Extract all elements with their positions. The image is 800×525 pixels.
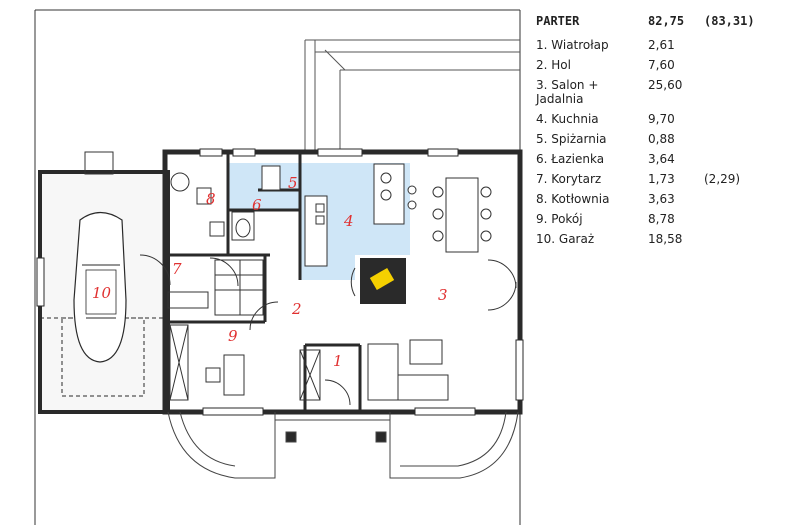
floor-title: PARTER xyxy=(536,14,580,28)
wardrobes xyxy=(167,291,321,401)
room-name: 3. Salon + Jadalnia xyxy=(536,78,599,106)
room-area: 7,60 xyxy=(648,58,675,72)
room-name: 8. Kotłownia xyxy=(536,192,610,206)
room-list: 1. Wiatrołap 2,61 2. Hol 7,60 3. Salon + Jad… xyxy=(536,38,786,252)
room-number-7: 7 xyxy=(172,260,182,278)
dining-table xyxy=(432,177,492,253)
room-name: 10. Garaż xyxy=(536,232,595,246)
room-name: 2. Hol xyxy=(536,58,571,72)
table-row: 6. Łazienka 3,64 xyxy=(536,152,786,172)
room-number-3: 3 xyxy=(438,286,448,304)
floor-total-alt: (83,31) xyxy=(704,14,755,28)
room-area: 0,88 xyxy=(648,132,675,146)
room-area: 18,58 xyxy=(648,232,683,246)
room-number-10: 10 xyxy=(92,284,112,302)
house-walls xyxy=(162,149,523,415)
boiler-fixtures xyxy=(170,172,225,237)
terrace-top xyxy=(304,39,520,150)
living-furniture xyxy=(367,339,449,401)
table-row: 3. Salon + Jadalnia 25,60 xyxy=(536,78,786,112)
entrance-terrace xyxy=(167,411,519,479)
room-area: 2,61 xyxy=(648,38,675,52)
table-row: 4. Kuchnia 9,70 xyxy=(536,112,786,132)
door-swings xyxy=(139,254,517,406)
room9-furniture xyxy=(205,354,245,396)
table-row: 10. Garaż 18,58 xyxy=(536,232,786,252)
room-labels: 1 2 3 4 5 6 7 8 9 10 xyxy=(92,174,448,370)
room-number-1: 1 xyxy=(333,352,343,370)
room-area: 9,70 xyxy=(648,112,675,126)
room-number-2: 2 xyxy=(291,300,302,318)
table-row: 1. Wiatrołap 2,61 xyxy=(536,38,786,58)
room-number-5: 5 xyxy=(288,174,298,192)
table-row: 8. Kotłownia 3,63 xyxy=(536,192,786,212)
room-area: 8,78 xyxy=(648,212,675,226)
table-row: 7. Korytarz 1,73 (2,29) xyxy=(536,172,786,192)
room-name: 7. Korytarz xyxy=(536,172,602,186)
room-number-9: 9 xyxy=(228,327,238,345)
room-area: 25,60 xyxy=(648,78,683,92)
table-row: 9. Pokój 8,78 xyxy=(536,212,786,232)
fireplace xyxy=(360,258,406,304)
room-area: 3,64 xyxy=(648,152,675,166)
room-area: 3,63 xyxy=(648,192,675,206)
room-name: 4. Kuchnia xyxy=(536,112,599,126)
room-name: 6. Łazienka xyxy=(536,152,605,166)
table-header: PARTER 82,75 (83,31) xyxy=(536,14,786,38)
room-number-8: 8 xyxy=(206,190,216,208)
room-name: 5. Spiżarnia xyxy=(536,132,607,146)
room-area: 1,73 xyxy=(648,172,675,186)
room-number-4: 4 xyxy=(343,212,354,230)
table-row: 2. Hol 7,60 xyxy=(536,58,786,78)
area-table: PARTER 82,75 (83,31) 1. Wiatrołap 2,61 2. … xyxy=(536,14,786,252)
kitchen-counters xyxy=(304,163,417,267)
windows xyxy=(36,148,524,416)
bathroom-fixtures xyxy=(231,165,281,241)
garage-door-swing xyxy=(84,151,114,175)
stairs xyxy=(214,259,264,316)
floor-total-area: 82,75 xyxy=(648,14,685,28)
room-area-alt: (2,29) xyxy=(704,172,741,186)
garage xyxy=(38,170,170,414)
room-number-6: 6 xyxy=(252,196,262,214)
room-name: 1. Wiatrołap xyxy=(536,38,609,52)
room-name: 9. Pokój xyxy=(536,212,583,226)
table-row: 5. Spiżarnia 0,88 xyxy=(536,132,786,152)
floor-plan: 1 2 3 4 5 6 7 8 9 10 xyxy=(34,9,524,525)
